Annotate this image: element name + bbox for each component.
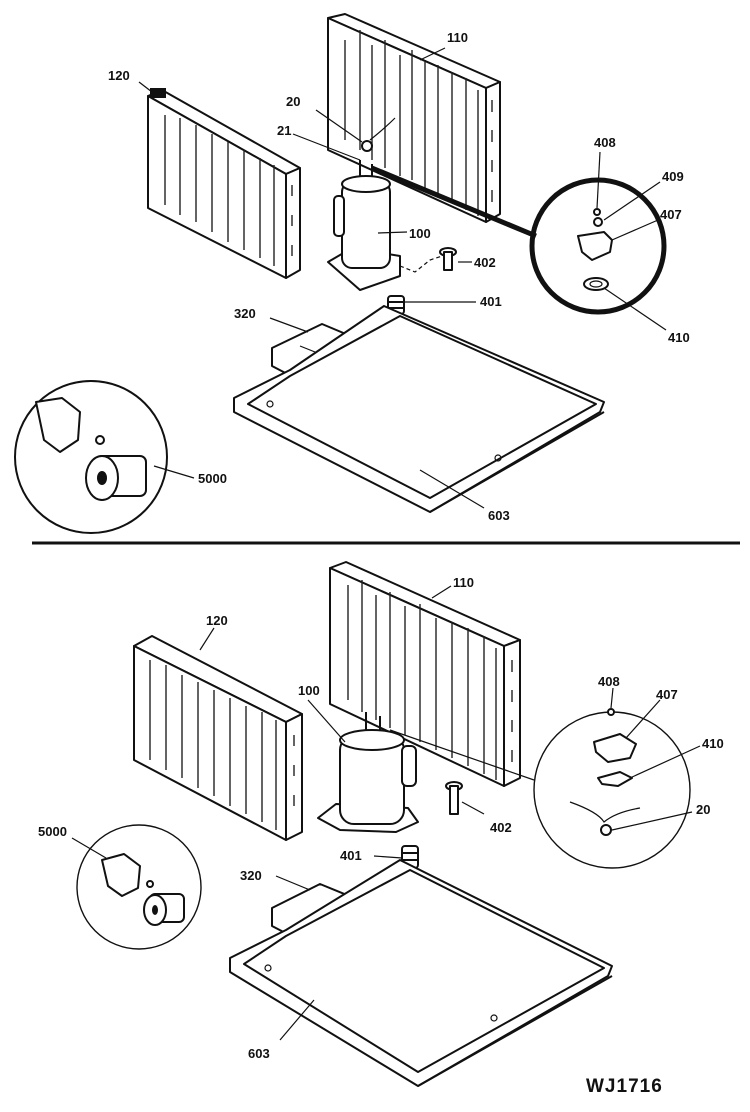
bottom-capacitor-detail: [76, 824, 202, 950]
bottom-label-base-pan: 603: [248, 1046, 270, 1061]
bottom-base-pan: [229, 859, 613, 1087]
bottom-label-grommet: 401: [340, 848, 362, 863]
top-label-bolt: 402: [474, 255, 496, 270]
top-label-409: 409: [662, 169, 684, 184]
bottom-mounting-bolt: [445, 781, 463, 815]
top-label-inner-pan: 320: [234, 306, 256, 321]
top-label-base-pan: 603: [488, 508, 510, 523]
top-label-compressor: 100: [409, 226, 431, 241]
bottom-label-capacitor-kit: 5000: [38, 824, 67, 839]
top-label-407: 407: [660, 207, 682, 222]
top-label-grommet: 401: [480, 294, 502, 309]
top-label-evaporator: 120: [108, 68, 130, 83]
top-overload-parts: [292, 117, 396, 161]
top-mounting-bolt: [399, 247, 457, 273]
bottom-leader-lines: [71, 585, 701, 1041]
bottom-label-compressor: 100: [298, 683, 320, 698]
bottom-label-410: 410: [702, 736, 724, 751]
top-condenser-coil: [327, 13, 501, 223]
top-label-part-21: 21: [277, 123, 291, 138]
top-base-pan: [233, 305, 605, 513]
top-label-410: 410: [668, 330, 690, 345]
bottom-label-condenser: 110: [453, 575, 474, 590]
top-compressor: [327, 160, 401, 291]
top-label-408: 408: [594, 135, 616, 150]
bottom-condenser-coil: [329, 561, 521, 787]
top-assembly: 120 110 20 21 100 402 401 320 603 408 40…: [14, 13, 690, 534]
bottom-label-evaporator: 120: [206, 613, 228, 628]
top-label-part-20: 20: [286, 94, 300, 109]
bottom-label-408: 408: [598, 674, 620, 689]
bottom-label-407: 407: [656, 687, 678, 702]
top-label-capacitor-kit: 5000: [198, 471, 227, 486]
top-capacitor-detail: [14, 380, 168, 534]
bottom-label-bolt: 402: [490, 820, 512, 835]
top-label-condenser: 110: [447, 30, 468, 45]
bottom-compressor: [317, 712, 419, 833]
bottom-evaporator-coil: [133, 635, 303, 841]
bottom-label-inner-pan: 320: [240, 868, 262, 883]
bottom-detail-circle: [389, 708, 691, 869]
top-leader-lines: [138, 47, 667, 509]
bottom-label-20: 20: [696, 802, 710, 817]
drawing-code: WJ1716: [586, 1076, 663, 1097]
bottom-assembly: 120 110 100 402 401 320 603 408 407 410 …: [38, 561, 724, 1087]
top-evaporator-coil: [147, 88, 301, 279]
